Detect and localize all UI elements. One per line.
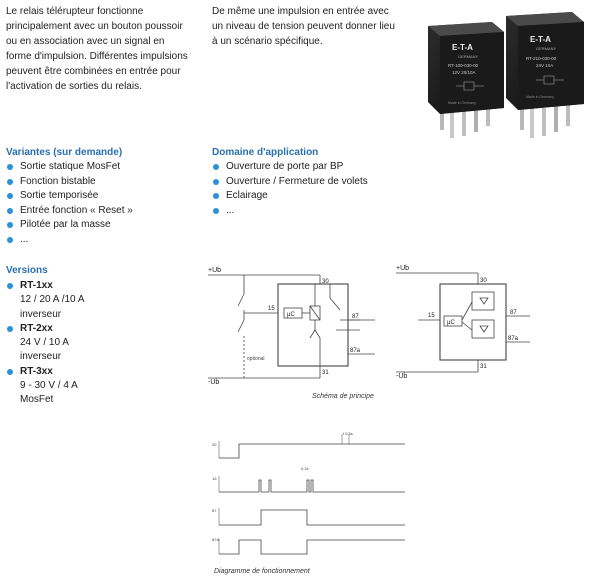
intro-line: forme d'impulsion. Différentes impulsion…: [6, 51, 188, 62]
timing-label-87: 87: [212, 508, 217, 513]
list-item: Eclairage: [212, 189, 412, 204]
label-uc-right: µC: [447, 320, 455, 326]
intro-text-right: De même une impulsion en entrée avec un …: [212, 4, 402, 49]
list-item: Ouverture / Fermeture de volets: [212, 175, 412, 190]
versions-list: RT-1xx 12 / 20 A /10 A inverseur RT-2xx …: [6, 279, 156, 408]
timing-caption: Diagramme de fonctionnement: [214, 568, 310, 575]
timing-label-30: 30: [212, 442, 217, 447]
intro-line: De même une impulsion en entrée avec: [212, 6, 389, 17]
intro-line: ou en association avec un signal en: [6, 36, 165, 47]
pin-31-left: 31: [322, 370, 329, 376]
label-ub-right: +Ub: [396, 265, 409, 272]
pin-30-right: 30: [480, 278, 487, 284]
intro-text-left: Le relais télérupteur fonctionne princip…: [6, 4, 192, 94]
version-detail: 12 / 20 A /10 A: [20, 294, 85, 306]
list-item: Pilotée par la masse: [6, 218, 196, 233]
pin-87-right: 87: [510, 310, 517, 316]
pin-31-right: 31: [480, 364, 487, 370]
intro-line: l'activation de sorties du relais.: [6, 81, 142, 92]
relay-type-right: RT-210-030-00: [526, 56, 557, 61]
pin-30: 30: [322, 279, 329, 285]
timing-diagram: 30 t 0,5s 15 0,2s 87 87a: [212, 431, 405, 555]
version-detail: 9 - 30 V / 4 A: [20, 380, 78, 392]
version-name: RT-3xx: [6, 365, 156, 379]
version-detail: MosFet: [20, 394, 54, 406]
schema-caption: Schéma de principe: [312, 393, 374, 400]
label-uc-left: µC: [287, 312, 295, 318]
domain-heading: Domaine d'application: [212, 147, 319, 158]
relay-brand-left: E-T-A: [452, 43, 473, 52]
intro-line: peuvent être combinées en entrée pour: [6, 66, 181, 77]
version-detail: inverseur: [20, 351, 62, 363]
pin-15-right: 15: [428, 313, 435, 319]
label-gnd-left: -Ub: [208, 379, 219, 386]
list-item: Entrée fonction « Reset »: [6, 204, 196, 219]
circuit-schematic: +Ub 30 15 optional µC 87 87a 31 -Ub +Ub …: [208, 265, 530, 386]
timing-note-mid: 0,2s: [301, 466, 309, 471]
relay-made-in-left: Made in Germany: [448, 101, 476, 105]
list-item: Sortie statique MosFet: [6, 160, 196, 175]
intro-line: un niveau de tension peuvent donner lieu: [212, 21, 395, 32]
label-optional: optional: [247, 356, 265, 362]
intro-line: Le relais télérupteur fonctionne: [6, 6, 144, 17]
relay-rating-left: 12V 20/10A: [452, 70, 476, 75]
label-gnd-right: -Ub: [396, 373, 407, 380]
list-item: Sortie temporisée: [6, 189, 196, 204]
version-name: RT-2xx: [6, 322, 156, 336]
timing-note-top: t 0,5s: [343, 431, 353, 436]
relay-product-image: E-T-A GERMANY RT-100-030-00 12V 20/10A M…: [428, 12, 584, 138]
relay-country-left: GERMANY: [458, 54, 479, 59]
timing-label-15: 15: [212, 476, 217, 481]
intro-line: à un scénario spécifique.: [212, 36, 323, 47]
domain-list: Ouverture de porte par BP Ouverture / Fe…: [212, 160, 412, 218]
list-item: Fonction bistable: [6, 175, 196, 190]
variants-list: Sortie statique MosFet Fonction bistable…: [6, 160, 196, 248]
versions-heading: Versions: [6, 265, 48, 276]
relay-type-left: RT-100-030-00: [448, 63, 479, 68]
list-item: ...: [6, 233, 196, 248]
label-ub: +Ub: [208, 267, 221, 274]
pin-87a-left: 87a: [350, 348, 361, 354]
version-detail: inverseur: [20, 308, 62, 320]
timing-label-87a: 87a: [212, 537, 219, 542]
list-item: Ouverture de porte par BP: [212, 160, 412, 175]
list-item: ...: [212, 204, 412, 219]
relay-brand-right: E-T-A: [530, 35, 551, 44]
pin-15: 15: [268, 306, 275, 312]
pin-87a-right: 87a: [508, 336, 519, 342]
relay-country-right: GERMANY: [536, 46, 557, 51]
intro-line: principalement avec un bouton poussoir: [6, 21, 183, 32]
version-detail: 24 V / 10 A: [20, 337, 69, 349]
relay-rating-right: 24V 10A: [536, 63, 553, 68]
pin-87-left: 87: [352, 314, 359, 320]
variants-heading: Variantes (sur demande): [6, 147, 123, 158]
version-name: RT-1xx: [6, 279, 156, 293]
relay-made-in-right: Made in Germany: [526, 95, 554, 99]
